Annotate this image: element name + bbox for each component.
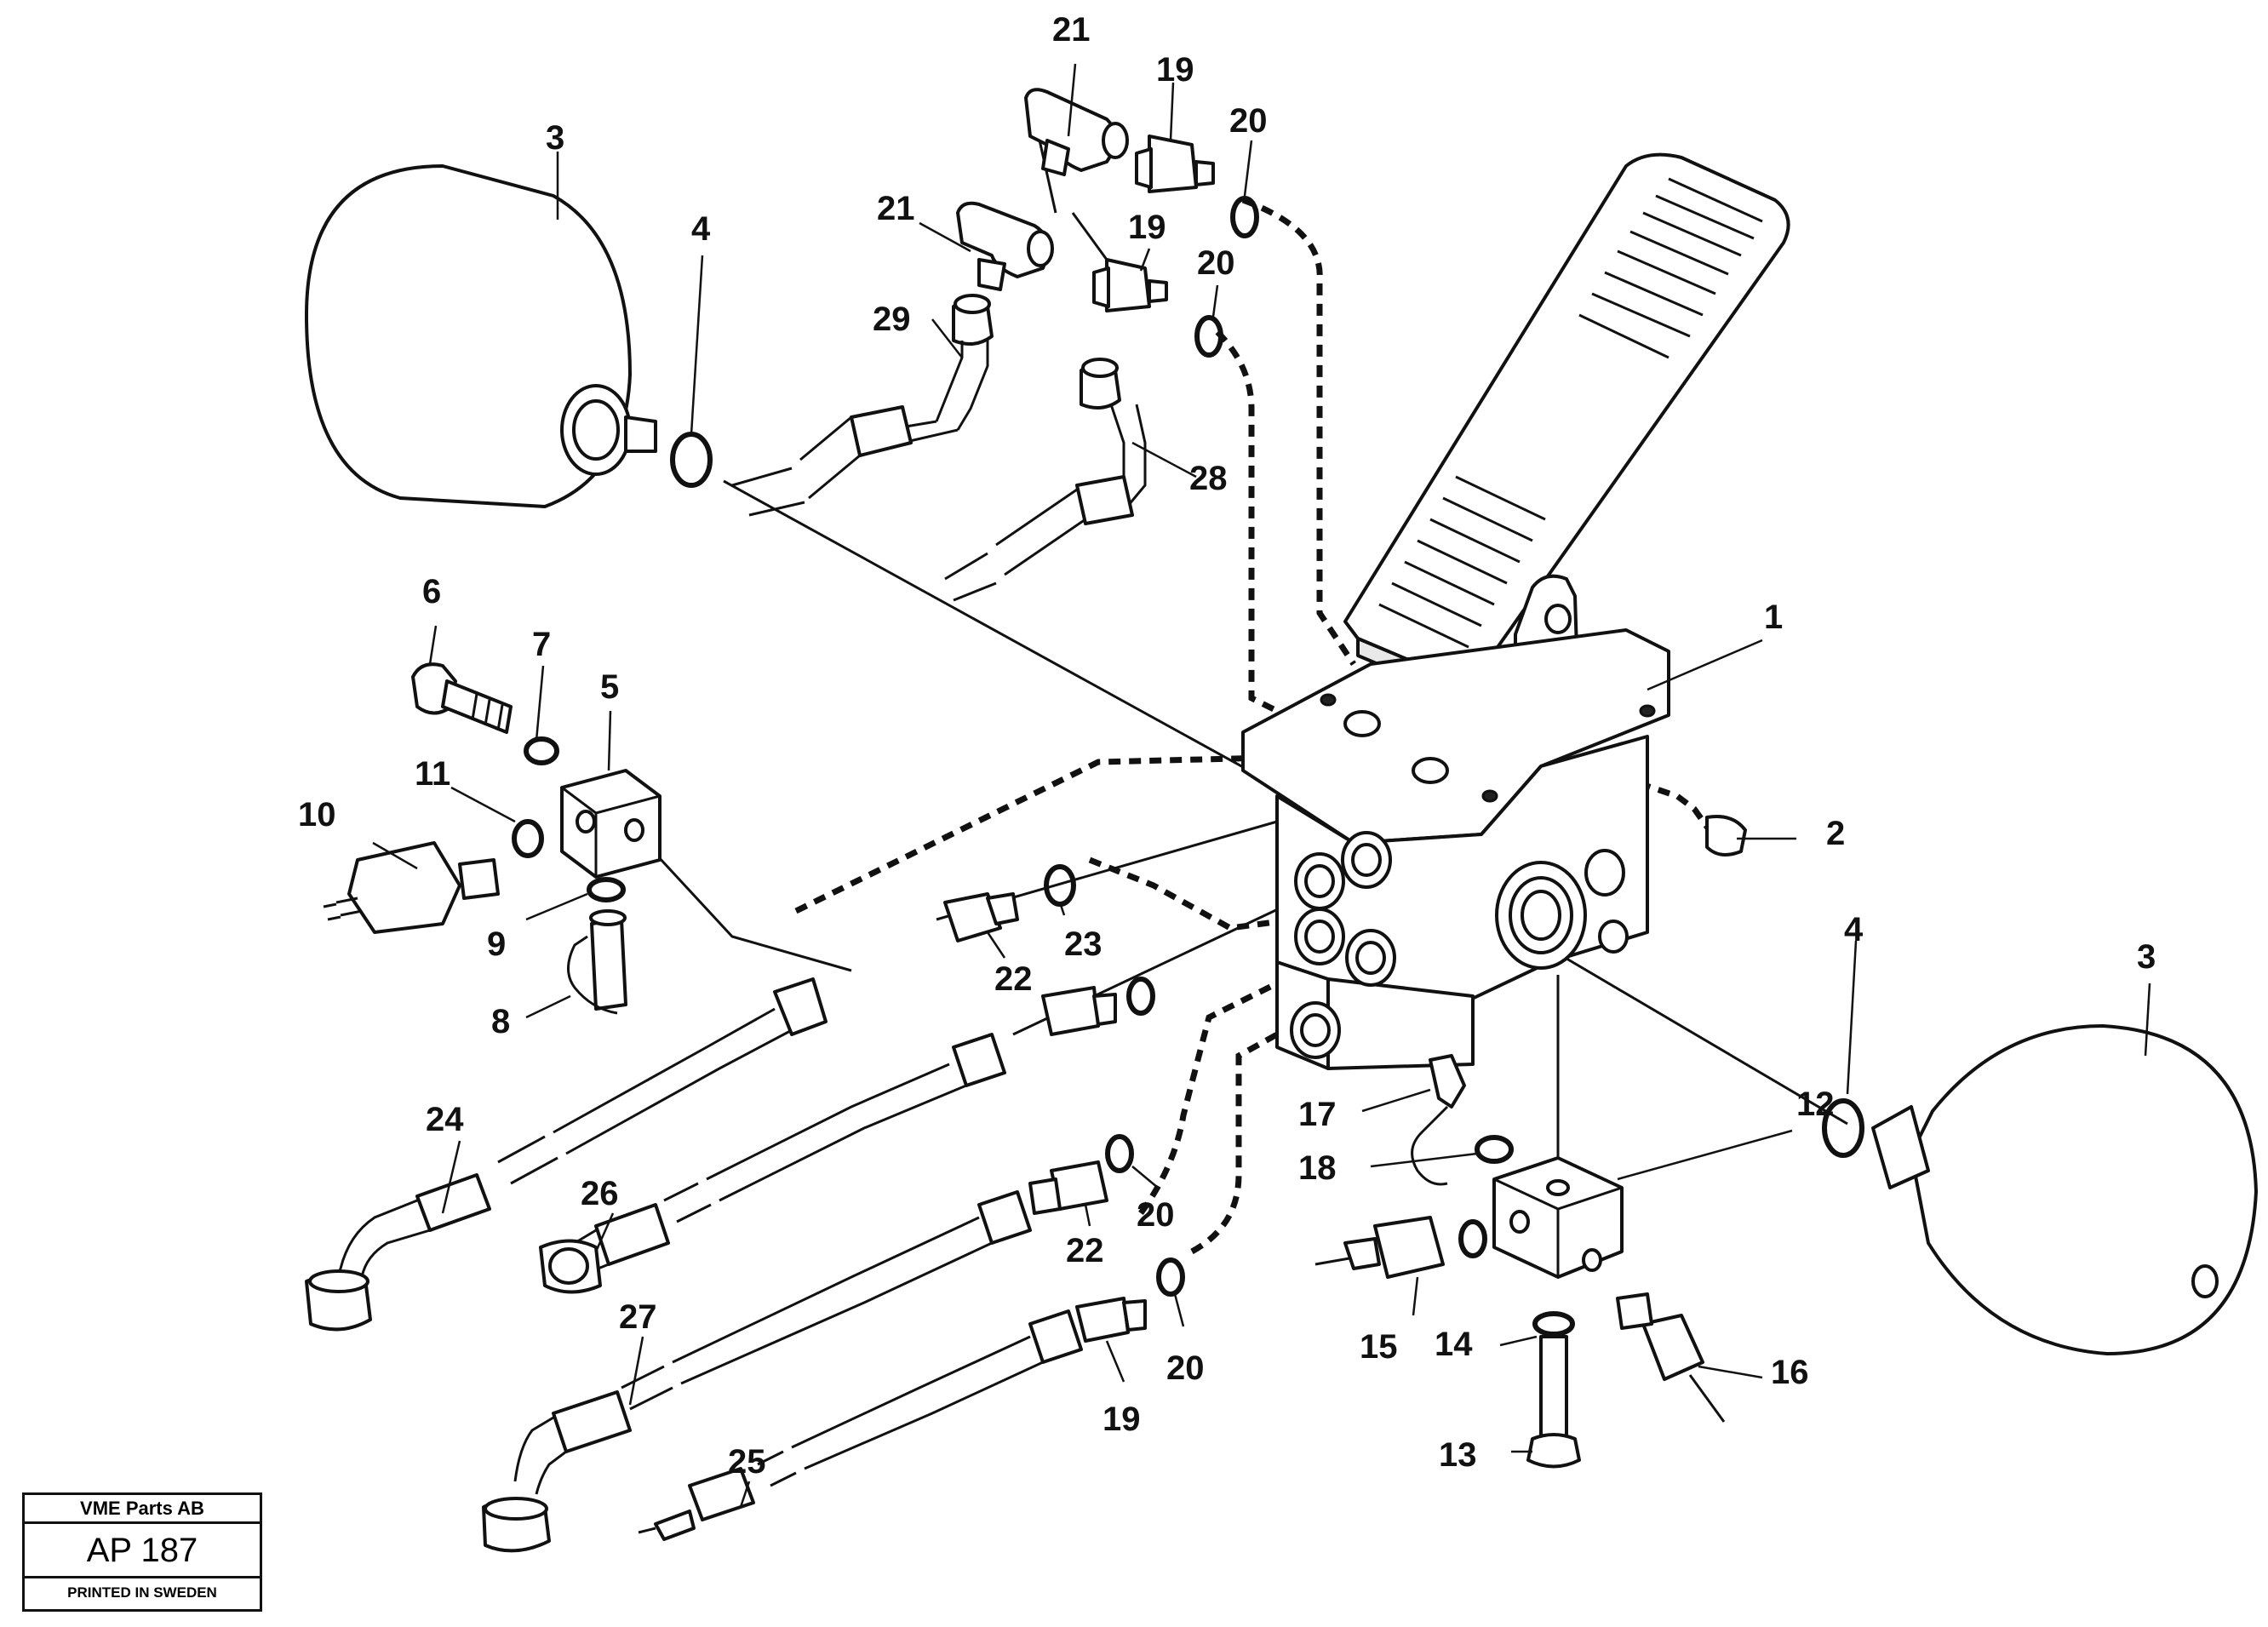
callout-20: 20: [1197, 244, 1235, 282]
hoses-bottom: [305, 977, 1083, 1553]
callout-19: 19: [1128, 209, 1166, 246]
accumulator-right: [1822, 1024, 2258, 1355]
callout-15: 15: [1360, 1328, 1398, 1366]
company-name: VME Parts AB: [25, 1495, 260, 1524]
middle-fittings: [943, 864, 1185, 1343]
callout-6: 6: [422, 573, 441, 610]
callout-23: 23: [1064, 925, 1102, 963]
callout-4: 4: [691, 210, 711, 248]
callout-16: 16: [1771, 1354, 1809, 1391]
callout-20: 20: [1229, 102, 1268, 140]
callout-3: 3: [2137, 938, 2156, 976]
callout-4: 4: [1844, 911, 1864, 948]
callout-11: 11: [415, 755, 450, 793]
printed-note: PRINTED IN SWEDEN: [67, 1584, 217, 1601]
callout-1: 1: [1764, 599, 1783, 636]
right-lower-cluster: [1314, 815, 1747, 1469]
callout-8: 8: [491, 1003, 510, 1040]
brake-valve-body: [1241, 628, 1670, 1070]
dashed-routing-lines: [794, 197, 1718, 1255]
left-cluster: [323, 662, 662, 1015]
accumulator-left: [305, 164, 713, 508]
leader-lines: [372, 63, 2151, 1508]
callout-22: 22: [994, 960, 1033, 998]
top-fittings: [956, 88, 1259, 358]
callout-29: 29: [873, 301, 911, 338]
callout-20: 20: [1166, 1349, 1205, 1387]
callout-13: 13: [1439, 1436, 1477, 1474]
title-block: VME Parts AB AP 187 PRINTED IN SWEDEN: [22, 1492, 262, 1612]
callout-14: 14: [1435, 1326, 1473, 1363]
hoses-top: [731, 294, 1147, 602]
drawing-code: AP 187: [25, 1524, 260, 1578]
callout-28: 28: [1189, 460, 1228, 497]
callout-17: 17: [1298, 1096, 1337, 1133]
callout-27: 27: [619, 1298, 657, 1336]
callout-22: 22: [1066, 1232, 1104, 1269]
callout-10: 10: [298, 796, 336, 834]
pedal-tread-pattern: [1378, 177, 1763, 649]
callout-25: 25: [728, 1443, 766, 1481]
callout-19: 19: [1156, 51, 1194, 89]
callout-5: 5: [600, 668, 619, 706]
callout-24: 24: [426, 1101, 464, 1138]
callout-7: 7: [532, 626, 551, 663]
callout-19: 19: [1102, 1401, 1141, 1438]
callout-20: 20: [1137, 1196, 1175, 1234]
callout-21: 21: [1052, 11, 1091, 49]
callout-3: 3: [546, 119, 564, 157]
valve-ports: [1290, 831, 1629, 1059]
callout-labels: 1 2 3 3 4 4 5 6 7 8 9 10 11 12 13 14 15 …: [298, 11, 2156, 1481]
callout-18: 18: [1298, 1149, 1337, 1187]
callout-2: 2: [1826, 815, 1845, 852]
callout-9: 9: [487, 925, 506, 963]
callout-26: 26: [581, 1175, 619, 1212]
callout-12: 12: [1796, 1086, 1835, 1123]
callout-21: 21: [877, 190, 915, 227]
